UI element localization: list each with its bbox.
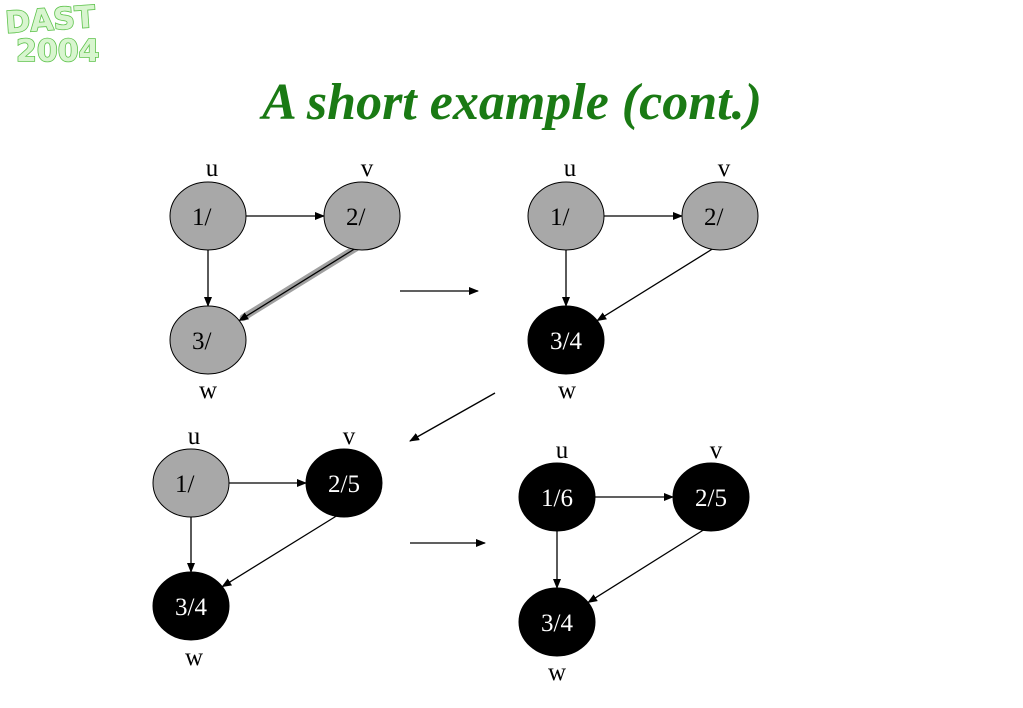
edge-v-w <box>238 247 357 322</box>
transition-arrow-2-to-3 <box>409 392 496 442</box>
vertex-w-name: w <box>558 377 576 404</box>
vertex-w-time-label: 3/4 <box>175 594 207 621</box>
vertex-u-circle <box>152 448 230 518</box>
vertex-w-time-label: 3/4 <box>541 610 573 637</box>
vertex-v-circle <box>672 462 750 532</box>
graph-panel-4: 1/6 u 2/5 v 3/4 w <box>518 437 750 686</box>
vertex-u-name: u <box>188 423 201 450</box>
vertex-w-name: w <box>548 659 566 686</box>
vertex-u-time-label: 1/6 <box>541 485 573 512</box>
graph-panel-3: 1/u 2/5 v 3/4 w <box>152 423 383 671</box>
vertex-w-name: w <box>199 377 217 404</box>
vertex-w-circle <box>518 587 596 657</box>
dast-logo: DAST 2004 <box>3 0 100 70</box>
vertex-u-circle <box>518 462 596 532</box>
dfs-diagram: 1/u 2/v 3/w 1/u 2/v 3/4 w 1/u 2/5 v 3/4 w 1/6 u 2/5 v 3/… <box>152 155 759 686</box>
vertex-v-time-label: 2/5 <box>695 485 727 512</box>
vertex-u-name: u <box>206 155 219 182</box>
vertex-w-circle <box>169 305 247 375</box>
vertex-v-circle <box>305 448 383 518</box>
graph-panel-1: 1/u 2/v 3/w <box>169 155 401 404</box>
vertex-v-name: v <box>361 155 374 182</box>
vertex-u-name: u <box>564 155 577 182</box>
vertex-w-circle <box>152 571 230 641</box>
vertex-v-time-label: 2/ <box>346 204 366 231</box>
vertex-v-name: v <box>343 423 356 450</box>
vertex-u-time-label: 1/ <box>175 471 195 498</box>
vertex-w-name: w <box>185 644 203 671</box>
vertex-u-time-label: 1/ <box>550 204 570 231</box>
vertex-w-time-label: 3/ <box>192 328 212 355</box>
graph-panel-2: 1/u 2/v 3/4 w <box>527 155 759 404</box>
vertex-u-circle <box>527 181 605 251</box>
vertex-u-name: u <box>556 437 569 464</box>
vertex-u-circle <box>169 181 247 251</box>
edge-v-w <box>596 247 715 322</box>
vertex-v-time-label: 2/ <box>704 204 724 231</box>
edge-v-w <box>587 528 706 604</box>
logo-line-2: 2004 <box>16 34 100 69</box>
slide-title: A short example (cont.) <box>259 74 762 131</box>
vertex-v-name: v <box>710 437 723 464</box>
logo-line-1: DAST <box>4 0 97 41</box>
vertex-v-circle <box>681 181 759 251</box>
vertex-v-time-label: 2/5 <box>328 471 360 498</box>
vertex-w-circle <box>527 305 605 375</box>
vertex-v-circle <box>323 181 401 251</box>
vertex-u-time-label: 1/ <box>192 204 212 231</box>
vertex-v-name: v <box>718 155 731 182</box>
vertex-w-time-label: 3/4 <box>550 328 582 355</box>
edge-v-w <box>221 514 339 588</box>
